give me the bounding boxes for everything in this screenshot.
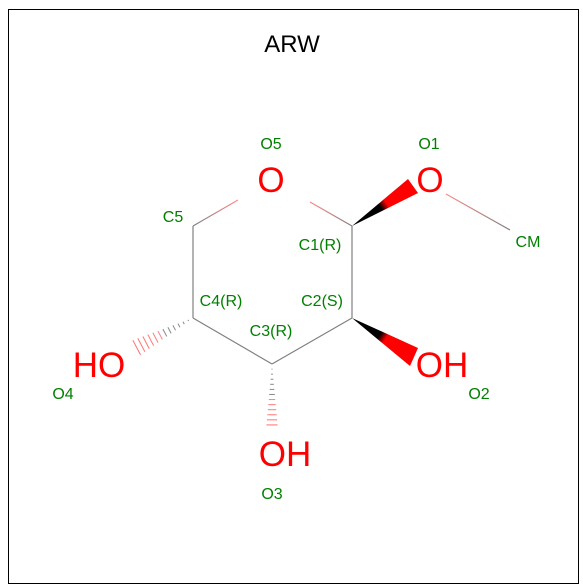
- label-o2: O2: [468, 386, 489, 403]
- hash-stroke: [162, 328, 168, 337]
- label-c4: C4(R): [200, 293, 243, 310]
- atom-o5: O: [257, 161, 284, 200]
- wedge-bond-c1-o1: [352, 179, 418, 226]
- hashed-bond-c3-o3: [266, 368, 278, 426]
- bond-c1-o5: [309, 201, 353, 227]
- atom-o4-hydroxyl: HO: [73, 346, 126, 385]
- hash-stroke: [137, 338, 146, 353]
- diagram-title: ARW: [264, 31, 320, 58]
- hash-stroke: [182, 321, 185, 325]
- hash-stroke: [142, 336, 150, 349]
- atom-o1: O: [416, 161, 443, 200]
- diagram-frame: [8, 9, 579, 584]
- wedge-bond-c2-o2: [352, 318, 418, 366]
- hashed-bond-c4-o4: [132, 319, 190, 356]
- hash-stroke: [147, 334, 155, 346]
- hash-stroke: [132, 339, 141, 356]
- bond-c2-c3: [271, 317, 353, 365]
- label-c2: C2(S): [301, 293, 343, 310]
- hash-stroke: [177, 323, 181, 328]
- hash-stroke: [172, 325, 176, 331]
- label-o4: O4: [52, 386, 73, 403]
- hash-stroke: [152, 332, 159, 343]
- atom-o3-hydroxyl: OH: [259, 435, 312, 474]
- atom-o2-hydroxyl: OH: [416, 346, 469, 385]
- bond-c5-o5: [192, 199, 239, 227]
- label-cm: CM: [516, 234, 541, 251]
- label-c1: C1(R): [299, 237, 342, 254]
- label-o1: O1: [418, 136, 439, 153]
- bond-o1-cm: [445, 193, 511, 231]
- label-c3: C3(R): [250, 323, 293, 340]
- hash-stroke: [167, 327, 172, 334]
- label-c5: C5: [163, 209, 184, 226]
- bond-c4-c3: [192, 317, 273, 365]
- hash-stroke: [187, 319, 190, 322]
- label-o5: O5: [260, 136, 281, 153]
- label-o3: O3: [261, 486, 282, 503]
- hash-stroke: [157, 330, 163, 340]
